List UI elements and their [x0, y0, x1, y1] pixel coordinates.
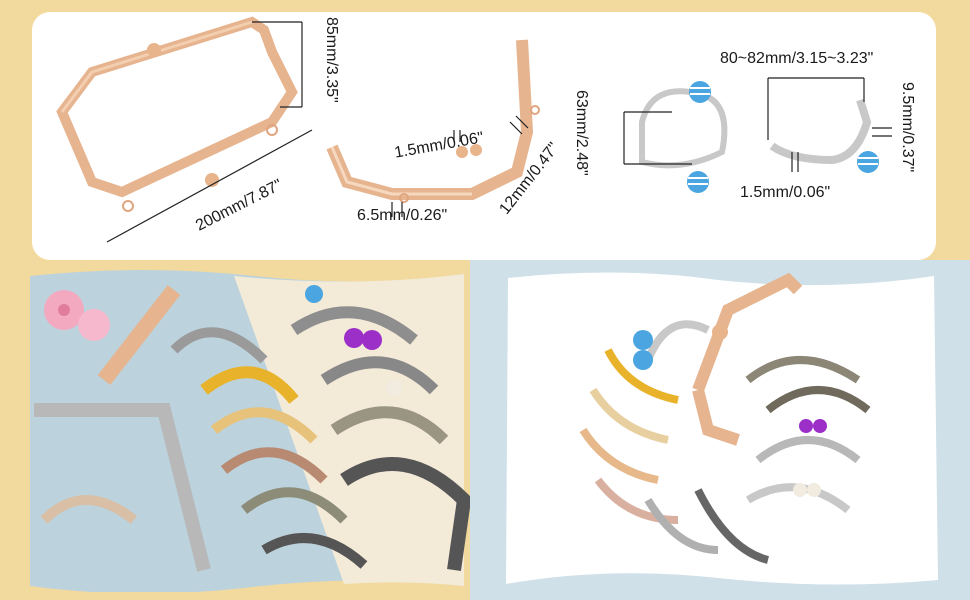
- medium-frame-image: [326, 39, 540, 203]
- small-side-label: 9.5mm/0.37": [899, 82, 916, 173]
- lifestyle-photo-left: [24, 270, 470, 592]
- large-height-label: 85mm/3.35": [323, 17, 340, 103]
- small-frame-image-1: [639, 81, 728, 193]
- medium-frame-dimension-lines: [391, 115, 529, 217]
- large-frame-dimension-lines: [106, 21, 313, 243]
- medium-hole-label: 6.5mm/0.26": [357, 207, 448, 224]
- product-photo-right: [498, 270, 944, 592]
- dimension-card: 85mm/3.35" 200mm/7.87" 1.5mm/0.06" 12mm/…: [32, 12, 936, 260]
- small-height-label: 63mm/2.48": [573, 90, 590, 176]
- small-frame-dimension-lines-1: [623, 111, 692, 165]
- lifestyle-photo-left-art: [30, 270, 470, 592]
- dimension-illustrations: [56, 16, 892, 243]
- small-frame-dimension-lines-2: [767, 77, 892, 172]
- large-frame-image: [56, 16, 298, 212]
- product-photo-right-art: [506, 272, 938, 585]
- small-width-label: 80~82mm/3.15~3.23": [720, 50, 874, 67]
- small-frame-image-2: [769, 98, 879, 173]
- small-thickness-label: 1.5mm/0.06": [740, 184, 831, 201]
